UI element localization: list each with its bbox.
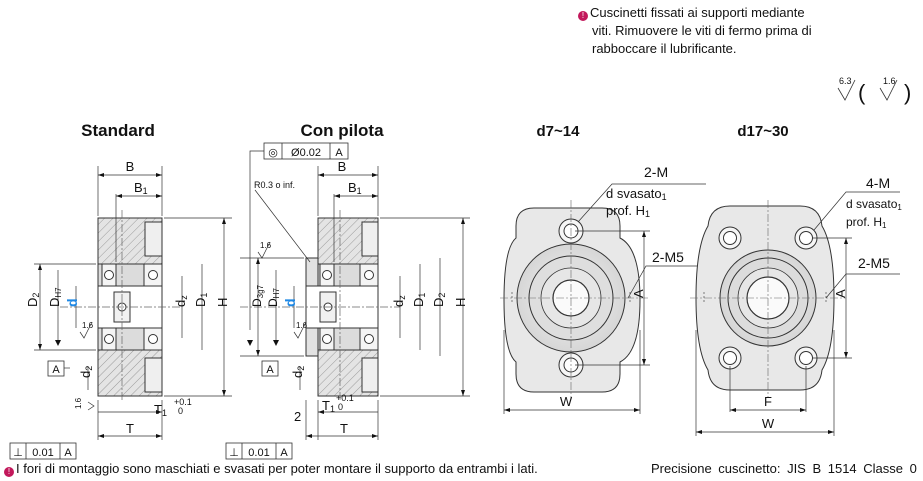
standard-centerlines — [60, 210, 180, 400]
dim-label-d2-small: d2 — [78, 366, 94, 378]
dim-label-dh7: DH7 — [47, 287, 63, 307]
standard-dims — [34, 166, 232, 440]
d17-30-view: d17~30 — [690, 123, 902, 436]
d7-14-view: d7~14 2-M d svasato1 — [500, 123, 706, 414]
d17-30-label-w: W — [762, 416, 775, 431]
d17-30-label-f: F — [764, 394, 772, 409]
dim-label-dz: dz — [173, 295, 189, 307]
svg-text:Ø0.02: Ø0.02 — [291, 147, 321, 159]
svg-text:⊥: ⊥ — [13, 447, 23, 459]
d17-30-holes — [718, 226, 818, 370]
note-top-line-3: rabboccare il lubrificante. — [592, 41, 737, 56]
standard-title: Standard — [81, 121, 155, 140]
pilot-dim-label-d2: D2 — [431, 293, 447, 307]
pilot-dim-label-b: B — [338, 159, 347, 174]
standard-fcf: ⊥ 0.01 A — [9, 442, 77, 460]
note-top: !Cuscinetti fissati ai supporti mediante… — [578, 4, 812, 58]
pilot-dim-label-t: T — [340, 421, 348, 436]
note-top-line-2: viti. Rimuovere le viti di fermo prima d… — [592, 23, 812, 38]
pilot-dim-label-d1: D1 — [411, 293, 427, 307]
dim-label-d1: D1 — [193, 293, 209, 307]
d7-14-label-m5: 2-M5 — [652, 249, 684, 265]
pilot-dim-label-2: 2 — [294, 409, 301, 424]
d7-14-title: d7~14 — [537, 123, 581, 140]
note-top-line-1: Cuscinetti fissati ai supporti mediante — [590, 5, 805, 20]
svg-text:0.01: 0.01 — [32, 447, 53, 459]
svg-text:A: A — [335, 147, 343, 159]
svg-text:A: A — [280, 447, 288, 459]
d7-14-label-csk: d svasato1 — [606, 186, 667, 202]
svg-text:(: ( — [858, 80, 866, 105]
pilot-dim-label-b1: B1 — [348, 180, 362, 196]
svg-text:1.6: 1.6 — [74, 397, 83, 409]
svg-text:): ) — [904, 80, 911, 105]
note-bottom: !I fori di montaggio sono maschiati e sv… — [4, 461, 538, 477]
pilot-title: Con pilota — [300, 121, 384, 140]
note-bottom-text: I fori di montaggio sono maschiati e sva… — [16, 461, 538, 476]
info-pin-icon: ! — [4, 467, 14, 477]
dim-label-d2: D2 — [25, 293, 41, 307]
svg-text:A: A — [52, 364, 60, 376]
pilot-centerlines — [240, 210, 400, 400]
pilot-fillet-label: R0.3 o inf. — [254, 180, 295, 190]
svg-text:A: A — [266, 364, 274, 376]
pilot-dim-label-dh7: DH7 — [266, 288, 281, 307]
d7-14-label-w: W — [560, 394, 573, 409]
pilot-roughness-mark: 1.6 1.6 — [257, 241, 308, 339]
dim-label-h: H — [215, 298, 230, 307]
pilot-dim-label-d2-small: d2 — [290, 366, 306, 378]
d7-14-label-prof: prof. H1 — [606, 203, 650, 219]
pilot-dim-label-d3: D3g7 — [250, 284, 265, 307]
dim-label-b: B — [126, 159, 135, 174]
d7-14-label-2m: 2-M — [644, 164, 668, 180]
svg-text:⊥: ⊥ — [229, 447, 239, 459]
svg-text:1.6: 1.6 — [260, 241, 272, 250]
svg-text:A: A — [64, 447, 72, 459]
d17-30-label-prof: prof. H1 — [846, 215, 887, 230]
standard-arrows — [38, 173, 226, 438]
pilot-dim-label-dz: dz — [391, 295, 407, 307]
surface-roughness-symbol: 6.3 ( 1.6 ) — [837, 76, 911, 105]
pilot-datum-a: A — [261, 360, 279, 377]
svg-text:6.3: 6.3 — [839, 76, 852, 86]
d7-14-label-a: A — [631, 289, 646, 298]
standard-housing — [97, 217, 163, 397]
pilot-fcf-top: ◎ Ø0.02 A — [249, 142, 349, 330]
datum-a: A — [47, 360, 70, 377]
svg-text:0.01: 0.01 — [248, 447, 269, 459]
pilot-dims — [240, 166, 470, 440]
d17-30-label-m5: 2-M5 — [858, 255, 890, 271]
info-pin-icon: ! — [578, 11, 588, 21]
d17-30-label-csk: d svasato1 — [846, 197, 902, 212]
pilot-fcf: ⊥ 0.01 A — [225, 442, 293, 460]
bearing-precision: Precisione cuscinetto: JIS B 1514 Classe… — [651, 461, 917, 476]
pilot-tol-lower: 0 — [338, 402, 343, 412]
pilot-dim-label-t1: T1 — [322, 398, 335, 414]
standard-view: Standard — [9, 121, 232, 460]
pilot-arrows — [247, 173, 465, 438]
tol-upper: +0.1 — [174, 397, 192, 407]
pilot-dim-label-h: H — [453, 298, 468, 307]
dim-label-t: T — [126, 421, 134, 436]
d17-30-title: d17~30 — [737, 123, 788, 140]
svg-text:◎: ◎ — [268, 147, 278, 159]
svg-text:1.6: 1.6 — [296, 321, 308, 330]
svg-text:1.6: 1.6 — [82, 321, 94, 330]
dim-label-b1: B1 — [134, 180, 148, 196]
tol-lower: 0 — [178, 406, 183, 416]
d17-30-label-4m: 4-M — [866, 175, 890, 191]
roughness-mark: 1.6 1.6 — [74, 321, 95, 411]
pilot-view: Con pilota ◎ Ø0.02 A — [225, 121, 470, 460]
dim-label-d: d — [64, 298, 80, 307]
svg-text:1.6: 1.6 — [883, 76, 896, 86]
pilot-dim-label-d: d — [282, 298, 298, 307]
d17-30-label-a: A — [833, 289, 848, 298]
dim-label-t1: T1 — [154, 402, 167, 418]
pilot-tol-upper: +0.1 — [336, 393, 354, 403]
